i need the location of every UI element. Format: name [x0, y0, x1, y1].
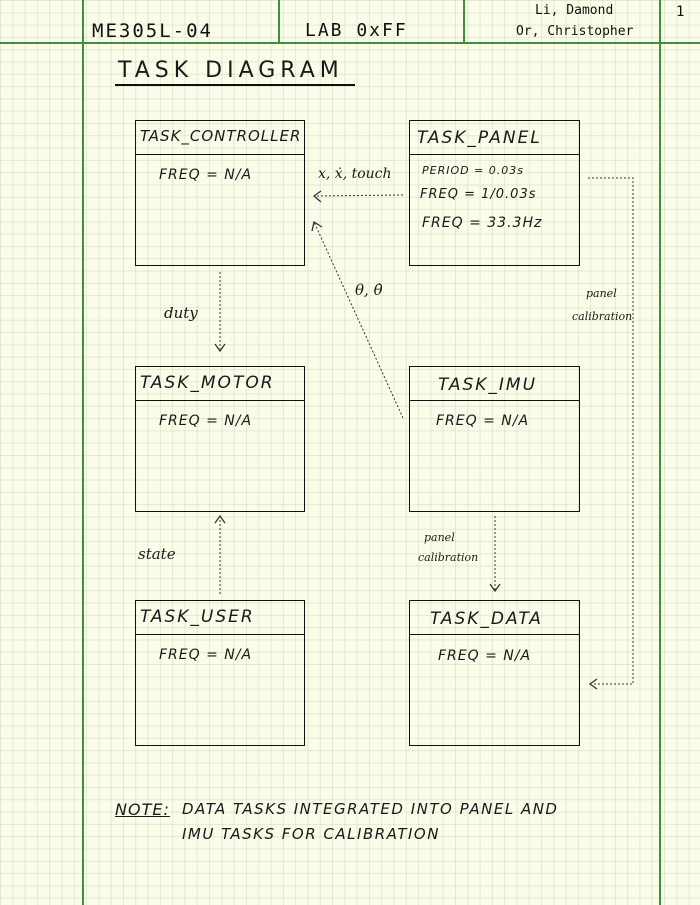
- task-imu-name: TASK_IMU: [438, 375, 538, 395]
- lab-title: LAB 0xFF: [305, 20, 408, 41]
- task-panel-period: PERIOD = 0.03s: [422, 164, 525, 177]
- header-divider-1: [278, 0, 280, 42]
- left-margin-line: [82, 0, 84, 905]
- label-imu-to-data-2: calibration: [418, 551, 479, 564]
- arrowhead-controller-to-motor: [214, 343, 226, 353]
- label-panel-to-data-1: panel: [586, 287, 617, 300]
- note-line-1: DATA TASKS INTEGRATED INTO PANEL AND: [182, 800, 559, 818]
- page-number: 1: [676, 4, 685, 20]
- label-controller-to-motor: duty: [164, 304, 198, 322]
- course-code: ME305L-04: [92, 20, 213, 42]
- task-controller-freq: FREQ = N/A: [159, 167, 253, 183]
- task-motor-header: TASK_MOTOR: [136, 367, 304, 401]
- task-data-freq: FREQ = N/A: [438, 648, 532, 664]
- task-data-header: TASK_DATA: [410, 601, 579, 635]
- arrowhead-panel-to-data: [588, 678, 598, 690]
- note-label: NOTE:: [115, 800, 170, 819]
- right-margin-line: [659, 0, 661, 905]
- task-motor-name: TASK_MOTOR: [140, 373, 275, 393]
- arrowhead-imu-to-data: [489, 583, 501, 593]
- arrowhead-user-to-motor: [214, 514, 226, 524]
- header-divider-2: [463, 0, 465, 42]
- task-imu-freq: FREQ = N/A: [436, 413, 530, 429]
- page-title: TASK DIAGRAM: [118, 58, 344, 83]
- task-controller-header: TASK_CONTROLLER: [136, 121, 304, 155]
- task-imu-box: TASK_IMU FREQ = N/A: [409, 366, 580, 512]
- task-panel-header: TASK_PANEL: [410, 121, 579, 155]
- task-panel-name: TASK_PANEL: [417, 128, 542, 148]
- title-underline: [115, 84, 355, 86]
- task-user-header: TASK_USER: [136, 601, 304, 635]
- task-panel-box: TASK_PANEL PERIOD = 0.03s FREQ = 1/0.03s…: [409, 120, 580, 266]
- arrowhead-imu-to-controller: [311, 220, 323, 232]
- task-data-name: TASK_DATA: [430, 609, 543, 629]
- task-user-box: TASK_USER FREQ = N/A: [135, 600, 305, 746]
- label-user-to-motor: state: [138, 545, 176, 563]
- label-imu-to-controller: θ, θ̇: [355, 281, 383, 299]
- note-line-2: IMU TASKS FOR CALIBRATION: [182, 825, 440, 843]
- task-panel-freq-value: FREQ = 33.3Hz: [422, 215, 543, 231]
- arrow-panel-to-data: [588, 177, 634, 685]
- task-user-name: TASK_USER: [140, 607, 255, 627]
- task-user-freq: FREQ = N/A: [159, 647, 253, 663]
- author-2: Or, Christopher: [516, 24, 634, 39]
- label-imu-to-data-1: panel: [424, 531, 455, 544]
- arrowhead-panel-to-controller: [312, 190, 322, 203]
- task-motor-freq: FREQ = N/A: [159, 413, 253, 429]
- header-rule: [0, 42, 700, 44]
- arrow-imu-to-controller: [313, 221, 404, 419]
- author-1: Li, Damond: [535, 3, 614, 18]
- label-panel-to-data-2: calibration: [572, 310, 633, 323]
- task-motor-box: TASK_MOTOR FREQ = N/A: [135, 366, 305, 512]
- task-controller-name: TASK_CONTROLLER: [140, 127, 302, 145]
- task-imu-header: TASK_IMU: [410, 367, 579, 401]
- task-panel-freq-fraction: FREQ = 1/0.03s: [420, 187, 537, 202]
- arrow-panel-to-controller: [314, 194, 404, 197]
- task-data-box: TASK_DATA FREQ = N/A: [409, 600, 580, 746]
- label-panel-to-controller: x, ẋ, touch: [318, 166, 392, 182]
- task-controller-box: TASK_CONTROLLER FREQ = N/A: [135, 120, 305, 266]
